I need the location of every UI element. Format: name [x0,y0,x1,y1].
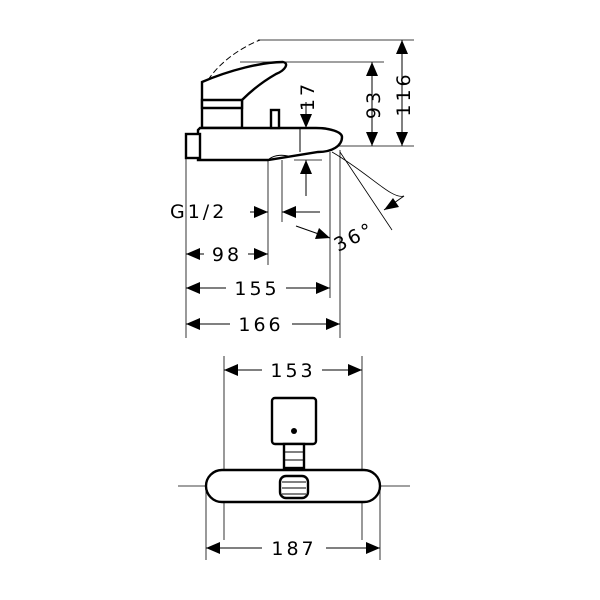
dim-187: 187 [206,534,380,560]
dim-187-label: 187 [271,538,316,560]
dim-116-label: 116 [393,71,415,116]
dim-thread: G1/2 [170,201,320,223]
dim-angle: 36° [295,195,405,256]
dim-93: 93 [363,62,385,146]
dim-17-label: 17 [297,81,319,111]
dim-153-label: 153 [270,360,315,382]
dim-155-label: 155 [234,278,279,300]
dim-thread-label: G1/2 [170,201,227,223]
dim-angle-label: 36° [331,218,379,256]
dim-17: 17 [294,81,322,196]
dim-166-label: 166 [238,314,283,336]
dim-116: 116 [393,40,415,146]
mixer-body [196,126,344,162]
lever-handle [200,60,288,130]
lever-top [270,396,318,446]
dim-93-label: 93 [363,89,385,119]
dim-98: 98 [186,240,268,266]
top-view [178,356,410,560]
dim-155: 155 [186,274,330,300]
dim-153: 153 [224,356,362,382]
dim-166: 166 [186,310,340,336]
dim-98-label: 98 [212,244,242,266]
side-view [184,39,414,338]
